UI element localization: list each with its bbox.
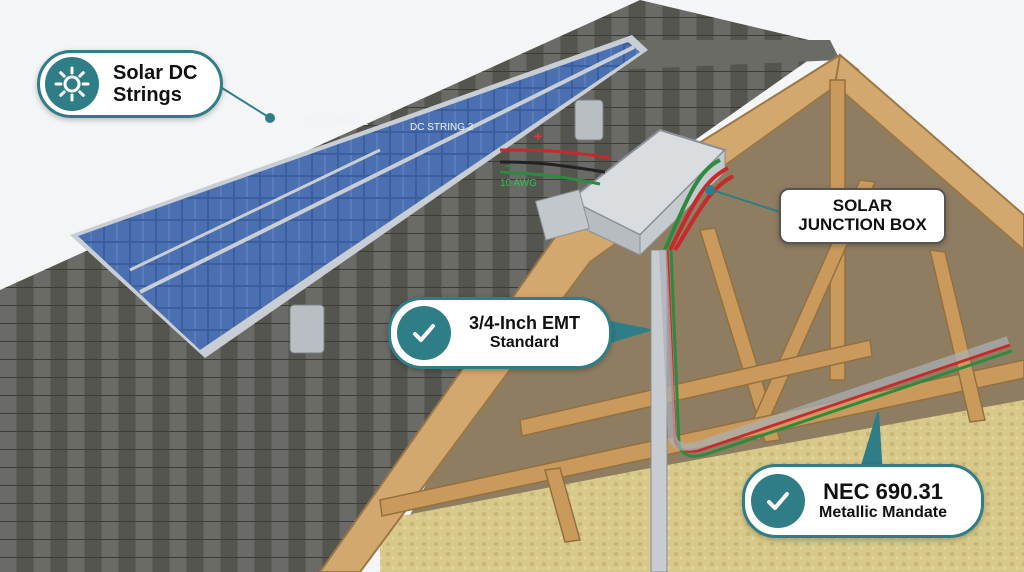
dc-string-1-label: DC STRING 1 xyxy=(305,117,369,128)
sun-icon xyxy=(45,57,99,111)
roof-shingles xyxy=(0,0,830,572)
right-rafter xyxy=(833,53,1024,252)
emt-line2: Standard xyxy=(489,334,560,352)
solar-dc-strings-callout: Solar DC Strings xyxy=(37,50,223,118)
solar-dc-line2: Strings xyxy=(113,84,182,106)
callout-leaders xyxy=(221,87,884,478)
checkmark-icon xyxy=(397,306,451,360)
checkmark-icon xyxy=(751,474,805,528)
solar-panel-array xyxy=(70,35,648,358)
emt-standard-text: 3/4-Inch EMT Standard xyxy=(469,313,581,352)
nec-line2: Metallic Mandate xyxy=(819,504,948,522)
junction-box-line2: JUNCTION BOX xyxy=(798,215,927,234)
wire-gauge-label: 10 AWG xyxy=(500,178,537,189)
nec-mandate-text: NEC 690.31 Metallic Mandate xyxy=(819,479,948,522)
negative-terminal-label: − xyxy=(505,158,514,174)
dc-wires xyxy=(499,148,611,186)
solar-dc-line1: Solar DC xyxy=(113,62,198,84)
junction-box-text: SOLAR JUNCTION BOX xyxy=(798,197,926,234)
junction-box-callout: SOLAR JUNCTION BOX xyxy=(779,188,946,244)
dc-string-2-label: DC STRING 2 xyxy=(410,122,474,133)
nec-mandate-callout: NEC 690.31 Metallic Mandate xyxy=(742,464,984,538)
nec-line1: NEC 690.31 xyxy=(823,479,943,505)
junction-box-line1: SOLAR xyxy=(832,196,893,216)
emt-standard-callout: 3/4-Inch EMT Standard xyxy=(388,297,612,369)
positive-terminal-label: + xyxy=(534,128,543,144)
panel-cells xyxy=(78,42,640,350)
mounting-brackets xyxy=(289,99,604,354)
solar-dc-strings-text: Solar DC Strings xyxy=(113,62,197,106)
ridge-cap xyxy=(610,40,840,70)
attic-trusses xyxy=(379,79,1024,543)
emt-conduit xyxy=(650,158,1013,572)
emt-line1: 3/4-Inch EMT xyxy=(469,313,581,334)
